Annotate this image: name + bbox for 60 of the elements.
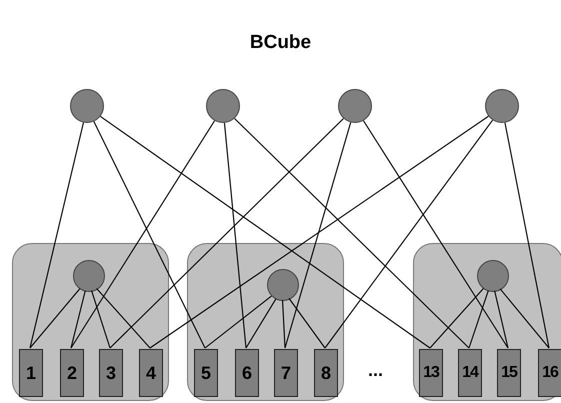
- server-box: [314, 349, 338, 397]
- link-line: [224, 122, 247, 348]
- link-line: [150, 116, 489, 348]
- link-line: [324, 120, 494, 348]
- server-box: [235, 349, 259, 397]
- server-box: [19, 349, 43, 397]
- diagram-title: BCube: [248, 32, 312, 54]
- switch-circle: [267, 269, 299, 301]
- link-line: [363, 120, 508, 348]
- server-box: [60, 349, 84, 397]
- server-number: 2: [66, 362, 77, 384]
- ellipsis-text: ...: [368, 360, 384, 381]
- link-line: [282, 300, 286, 348]
- server-box: [194, 349, 218, 397]
- link-line: [70, 120, 216, 348]
- switch-circle: [485, 89, 519, 123]
- link-line: [93, 121, 206, 348]
- server-box: [274, 349, 298, 397]
- server-number: 5: [200, 362, 211, 384]
- server-number: 1: [26, 362, 36, 384]
- server-box: [458, 349, 482, 397]
- switch-circle: [70, 89, 104, 123]
- link-line: [504, 122, 550, 348]
- link-line: [500, 288, 550, 348]
- link-line: [430, 288, 484, 348]
- link-line: [29, 122, 84, 348]
- link-line: [494, 290, 509, 348]
- cell-panel: [187, 243, 344, 401]
- server-box: [419, 349, 443, 397]
- cell-panel: [413, 243, 561, 401]
- link-line: [70, 290, 86, 348]
- server-number: 6: [242, 362, 252, 384]
- server-number: 3: [106, 362, 116, 384]
- server-number: 13: [423, 364, 439, 382]
- link-line: [246, 298, 276, 348]
- link-line: [204, 296, 272, 348]
- link-line: [100, 116, 430, 348]
- server-number: 7: [280, 362, 291, 384]
- link-line: [96, 288, 150, 348]
- switch-circle: [338, 89, 372, 123]
- link-line: [288, 298, 326, 348]
- server-box: [497, 349, 521, 397]
- server-number: 15: [501, 364, 517, 382]
- link-line: [110, 118, 344, 348]
- cell-panel: [12, 243, 169, 401]
- server-number: 14: [462, 364, 478, 382]
- server-box: [99, 349, 123, 397]
- server-number: 4: [146, 362, 156, 384]
- switch-circle: [477, 260, 509, 292]
- link-line: [234, 118, 470, 348]
- server-number: 16: [542, 364, 558, 382]
- server-box: [139, 349, 163, 397]
- server-box: [538, 349, 561, 397]
- link-line: [91, 290, 111, 348]
- server-number: 8: [320, 362, 331, 384]
- link-line: [30, 288, 80, 348]
- switch-circle: [206, 89, 240, 123]
- switch-circle: [73, 260, 105, 292]
- link-line: [284, 122, 352, 348]
- link-line: [468, 290, 489, 348]
